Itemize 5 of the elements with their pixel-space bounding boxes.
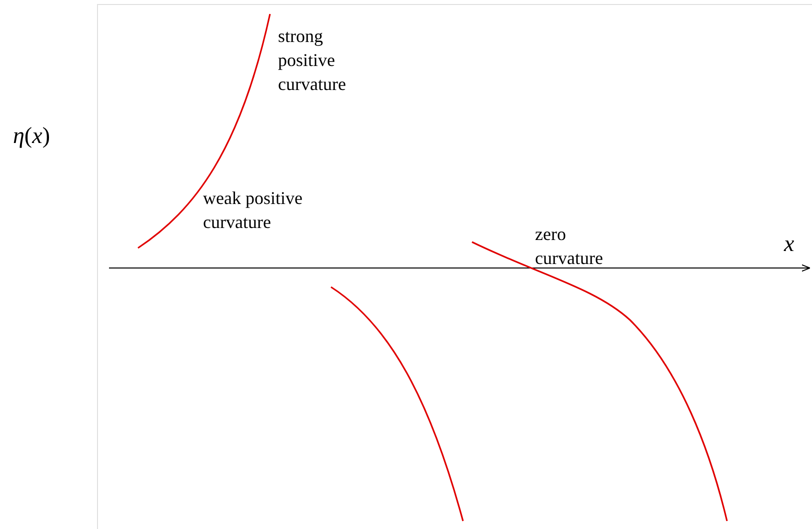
curve-label: zero curvature (535, 223, 604, 270)
curve-label: strong positive curvature (278, 25, 347, 96)
curve-label: weak positive curvature (203, 187, 304, 234)
axis-label: η(x) (13, 124, 51, 148)
axis-label: x (784, 232, 796, 256)
